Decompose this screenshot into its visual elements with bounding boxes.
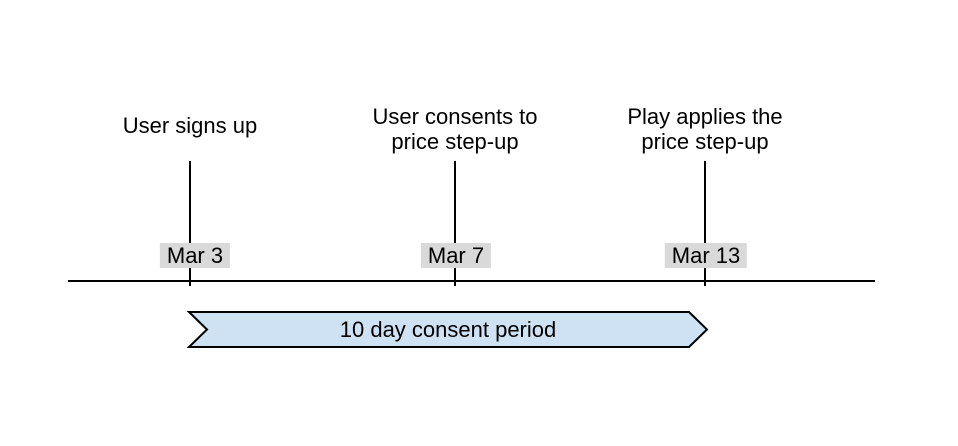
event-title-consent: User consents to price step-up — [305, 104, 605, 154]
event-date-badge: Mar 7 — [420, 243, 492, 268]
event-title-line: User consents to — [372, 104, 538, 129]
banner-label: 10 day consent period — [339, 317, 557, 342]
event-tick-mar-3 — [189, 161, 191, 286]
event-title-line: price step-up — [391, 129, 519, 154]
event-title-apply: Play applies the price step-up — [555, 104, 855, 154]
event-title-line: Play applies the — [627, 104, 783, 129]
event-tick-mar-7 — [454, 161, 456, 286]
event-title-line: User signs up — [122, 113, 258, 138]
event-title-signup: User signs up — [40, 113, 340, 138]
timeline-axis — [68, 280, 875, 282]
event-date-badge: Mar 13 — [664, 243, 748, 268]
event-title-line: price step-up — [641, 129, 769, 154]
event-date-badge: Mar 3 — [159, 243, 231, 268]
event-tick-mar-13 — [704, 161, 706, 286]
